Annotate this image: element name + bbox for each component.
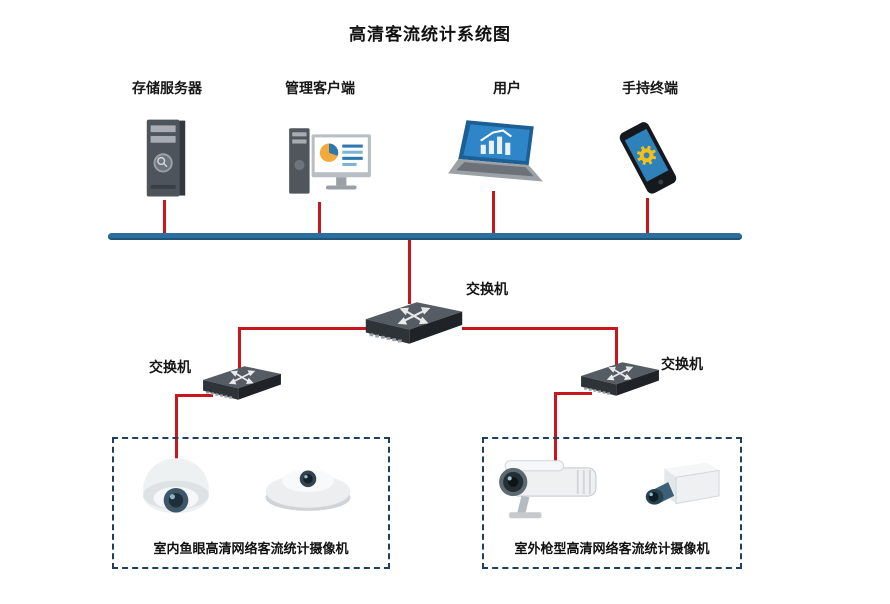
smartphone-icon bbox=[610, 116, 686, 202]
connector-client-to-bus bbox=[318, 202, 321, 235]
connector-user-to-bus bbox=[492, 191, 495, 235]
connector-right-switch-to-outdoor-group bbox=[554, 392, 557, 464]
right-switch-label: 交换机 bbox=[661, 356, 703, 372]
indoor-camera-group-box: 室内鱼眼高清网络客流统计摄像机 bbox=[112, 437, 390, 569]
user-label: 用户 bbox=[493, 80, 521, 96]
connector-right-switch-elbow bbox=[554, 392, 592, 395]
connector-left-switch-elbow bbox=[175, 394, 213, 397]
fisheye-flat-camera-icon bbox=[260, 454, 356, 514]
management-client-label: 管理客户端 bbox=[285, 80, 355, 96]
left-switch-label: 交换机 bbox=[149, 359, 191, 375]
connector-storage-to-bus bbox=[163, 200, 166, 235]
laptop-icon bbox=[444, 118, 546, 194]
bullet-camera-icon bbox=[489, 445, 605, 527]
storage-server-label: 存储服务器 bbox=[132, 80, 202, 96]
connector-left-switch-to-indoor-group bbox=[175, 394, 178, 464]
outdoor-camera-group-label: 室外枪型高清网络客流统计摄像机 bbox=[514, 541, 710, 556]
connector-main-to-right-vertical bbox=[615, 327, 618, 365]
fisheye-dome-camera-icon bbox=[135, 450, 217, 530]
main-network-switch-icon bbox=[362, 298, 466, 348]
connector-bus-to-main-switch bbox=[408, 240, 411, 304]
diagram-title: 高清客流统计系统图 bbox=[349, 25, 511, 44]
connector-main-to-left-horizontal bbox=[238, 327, 366, 330]
left-network-switch-icon bbox=[200, 362, 284, 404]
handheld-terminal-label: 手持终端 bbox=[622, 80, 678, 96]
outdoor-camera-group-box: 室外枪型高清网络客流统计摄像机 bbox=[482, 437, 742, 569]
network-backbone-line bbox=[108, 233, 742, 240]
desktop-computer-icon bbox=[283, 124, 375, 206]
main-switch-label: 交换机 bbox=[466, 281, 508, 297]
connector-phone-to-bus bbox=[646, 198, 649, 235]
indoor-camera-group-label: 室内鱼眼高清网络客流统计摄像机 bbox=[153, 541, 349, 556]
box-camera-icon bbox=[635, 452, 723, 524]
connector-main-to-right-horizontal bbox=[462, 327, 618, 330]
connector-main-to-left-vertical bbox=[238, 327, 241, 369]
right-network-switch-icon bbox=[578, 358, 662, 400]
server-tower-icon bbox=[141, 116, 191, 204]
